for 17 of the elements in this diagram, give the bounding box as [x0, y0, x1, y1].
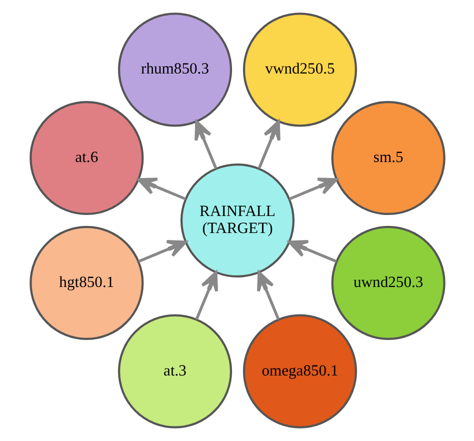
arrow — [194, 271, 218, 320]
arrow — [288, 240, 336, 263]
arrow — [256, 271, 280, 320]
arrow — [136, 178, 186, 200]
node-circle: RAINFALL (TARGET) — [180, 163, 294, 278]
node-circle: uwnd250.3 — [330, 226, 445, 340]
arrow — [194, 120, 217, 170]
node-circle: hgt850.1 — [29, 226, 144, 340]
arrow — [138, 240, 186, 263]
node-circle: vwnd250.5 — [242, 12, 357, 127]
node-circle: at.6 — [29, 100, 144, 216]
arrow — [257, 120, 280, 170]
node-circle: rhum850.3 — [117, 12, 232, 127]
arrow — [288, 178, 338, 200]
node-circle: omega850.1 — [242, 314, 357, 428]
node-circle: at.3 — [117, 314, 232, 428]
node-circle: sm.5 — [330, 100, 445, 216]
